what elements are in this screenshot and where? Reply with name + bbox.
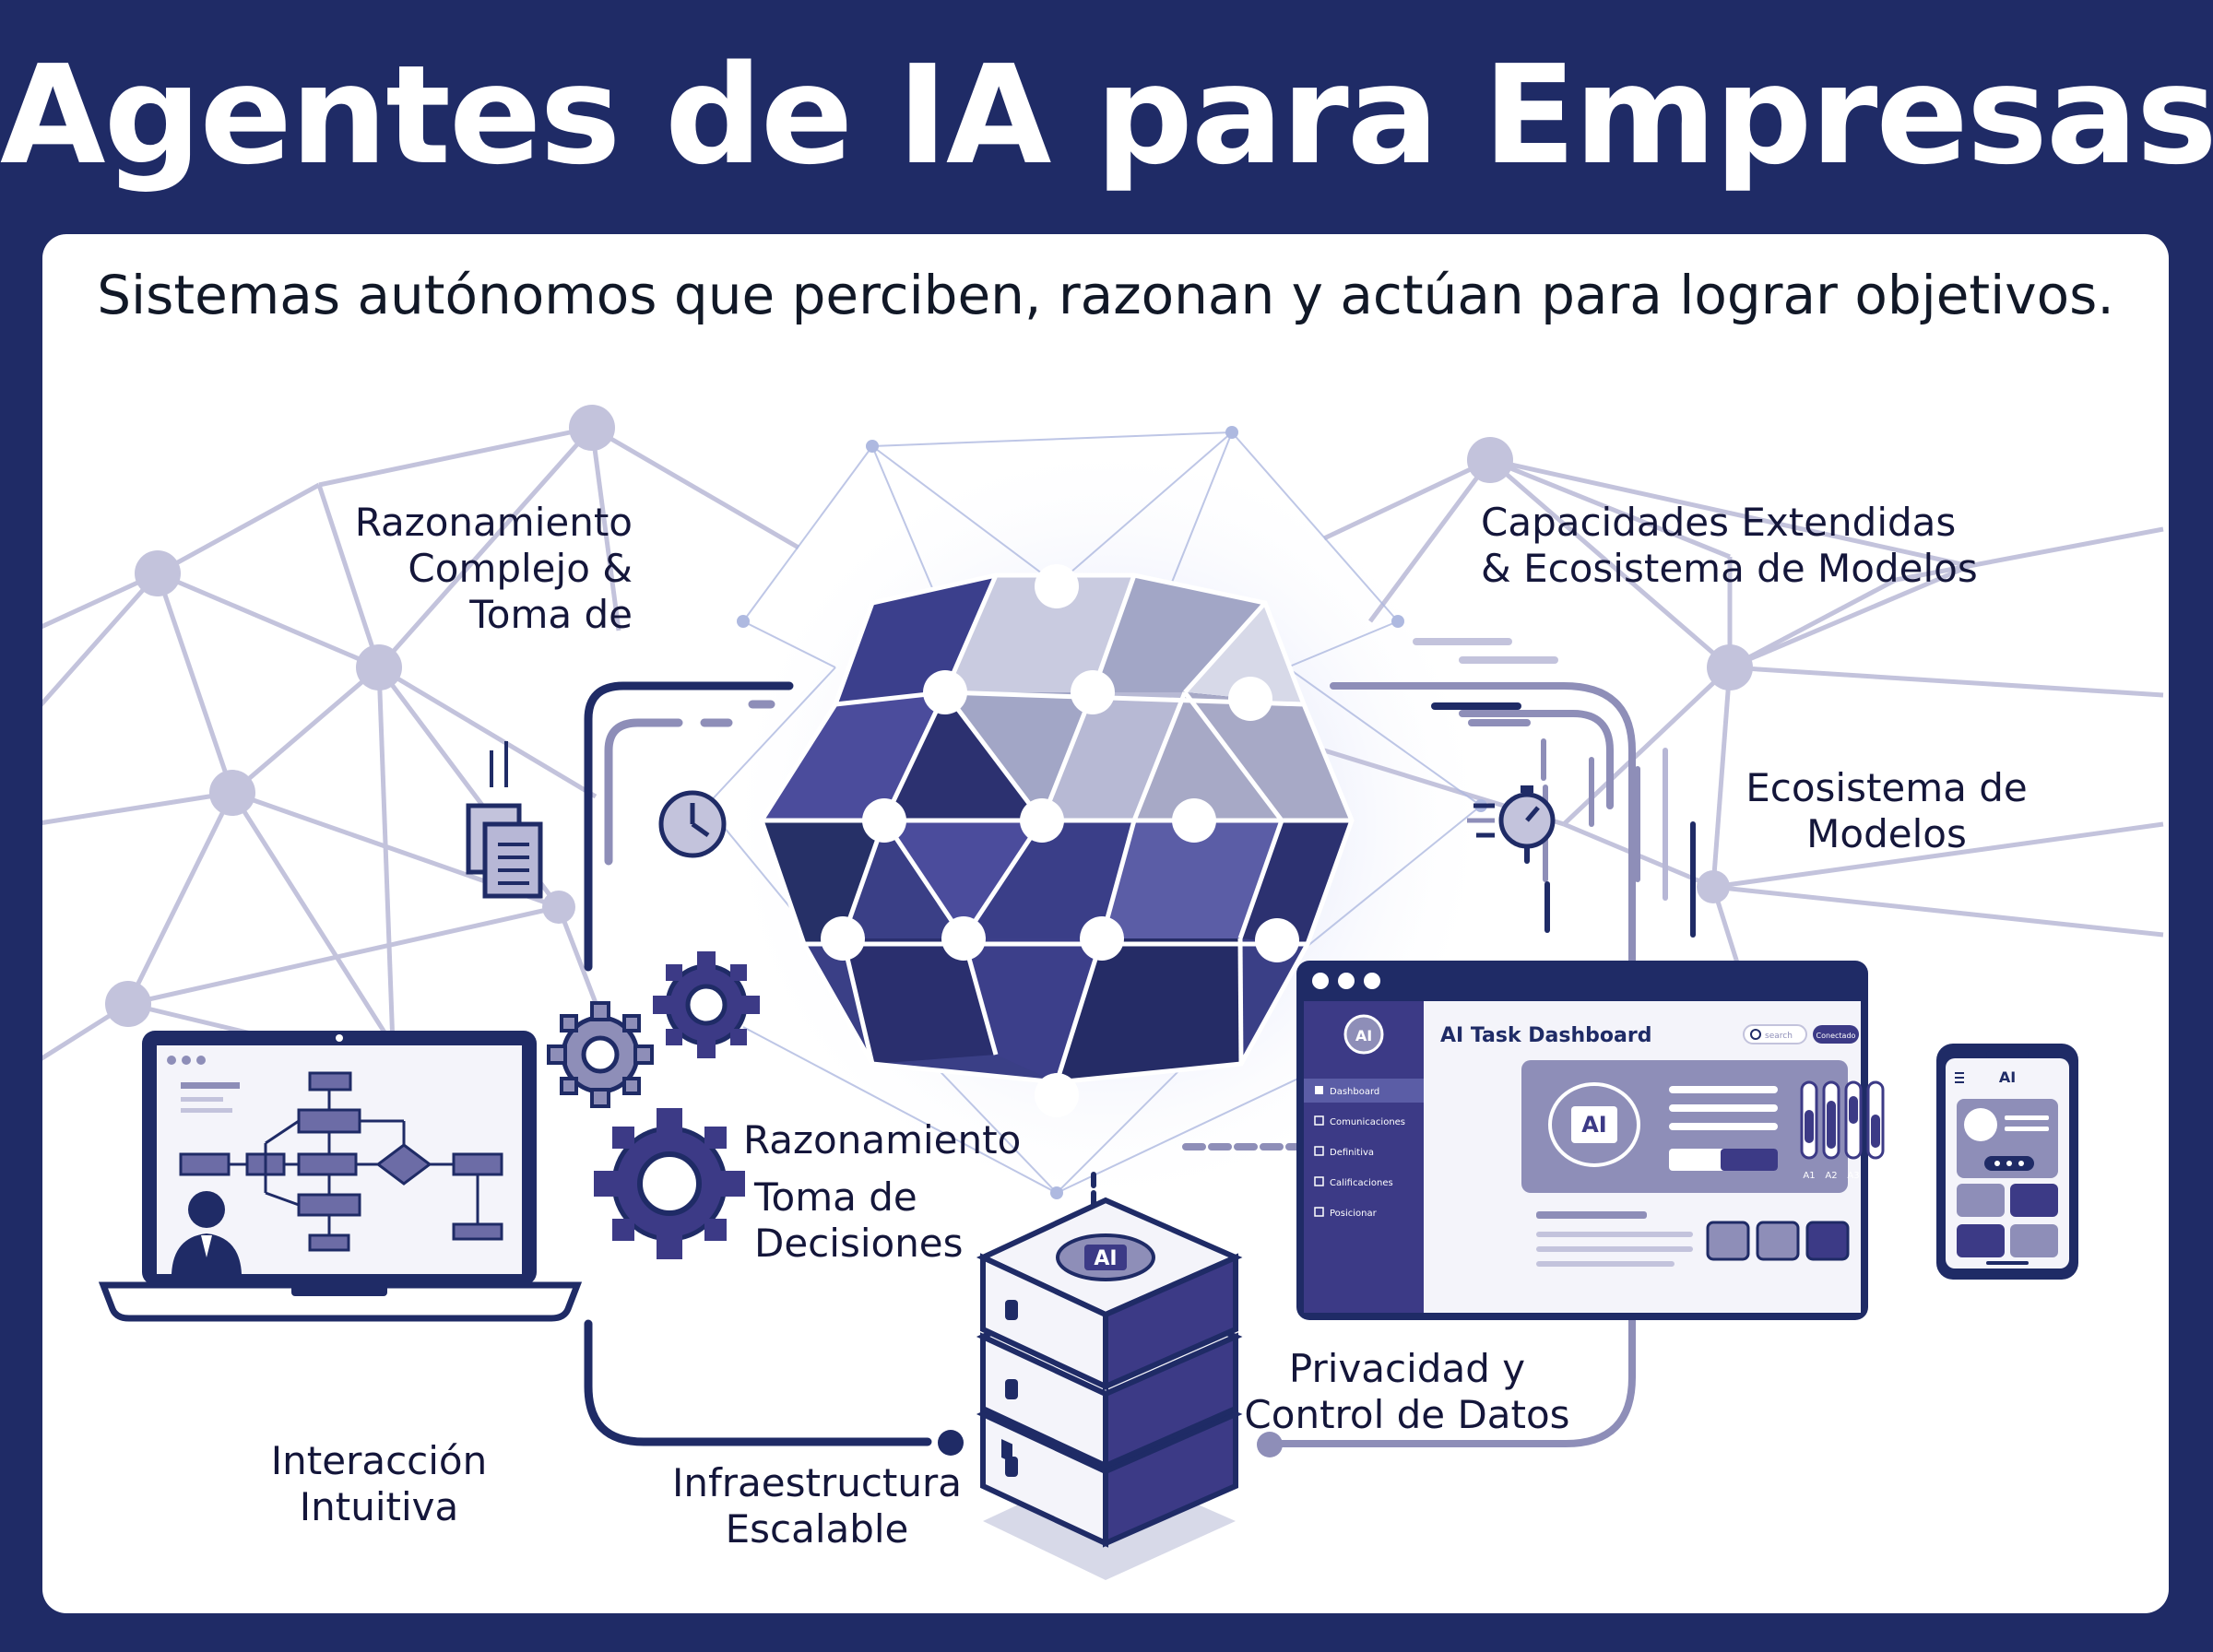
dashboard-title: AI Task Dashboard — [1440, 1024, 1651, 1047]
dashboard-nav-item: Posicionar — [1330, 1209, 1378, 1219]
laptop-flowchart — [98, 1031, 583, 1322]
dashboard-search-placeholder: search — [1765, 1032, 1793, 1041]
documents-icon — [466, 741, 543, 899]
diagram-illustration: AI AI Dashboard Comunicaciones Definitiv… — [42, 405, 2164, 1580]
ai-task-dashboard: AI Dashboard Comunicaciones Definitiva C… — [1296, 961, 1885, 1320]
user-avatar — [172, 1191, 242, 1274]
dashboard-nav-item: Definitiva — [1330, 1148, 1374, 1158]
dashboard-nav-item: Comunicaciones — [1330, 1117, 1405, 1127]
main-panel: Sistemas autónomos que perciben, razonan… — [42, 234, 2169, 1613]
phone-title: AI — [1999, 1068, 2016, 1086]
sphere-wireframe — [705, 431, 1482, 1194]
smartphone: AI — [1936, 1044, 2078, 1280]
dashboard-button: Conectado — [1817, 1032, 1856, 1040]
server-chip-label: AI — [1094, 1247, 1117, 1270]
gears-icon — [547, 951, 760, 1259]
sphere-nodes — [821, 564, 1299, 1117]
server-stack: AI — [976, 1197, 1243, 1580]
network-nodes-left — [105, 405, 615, 1027]
search-icon — [1750, 1029, 1761, 1040]
stopwatch-icon — [1467, 785, 1556, 849]
page-title: Agentes de IA para Empresas — [0, 36, 2213, 195]
svg-text:A2: A2 — [1825, 1171, 1837, 1181]
label-interaction: Interacción Intuitiva — [270, 1438, 488, 1529]
label-capabilities: Capacidades Extendidas & Ecosistema de M… — [1481, 500, 1978, 591]
ai-core-sphere — [759, 564, 1355, 1117]
svg-text:A3: A3 — [1847, 1171, 1859, 1181]
label-decisions: Toma de Decisiones — [754, 1174, 964, 1266]
header-band: Agentes de IA para Empresas — [0, 0, 2213, 232]
dashboard-logo-label: AI — [1355, 1027, 1372, 1044]
label-privacy: Privacidad y Control de Datos — [1244, 1346, 1570, 1437]
network-nodes-right — [1467, 437, 1753, 903]
dashboard-nav-item: Calificaciones — [1330, 1178, 1393, 1188]
page-subtitle: Sistemas autónomos que perciben, razonan… — [97, 264, 2114, 326]
svg-text:A4: A4 — [1869, 1171, 1881, 1181]
label-reasoning-complex: Razonamiento Complejo & Toma de — [354, 500, 633, 637]
svg-text:AI: AI — [1581, 1112, 1607, 1138]
clock-icon — [658, 790, 727, 858]
dashboard-nav-item: Dashboard — [1330, 1087, 1379, 1097]
dashboard-sliders: A1 A2 A3 A4 — [1800, 1080, 1885, 1181]
brain-chip-icon: AI — [1548, 1082, 1640, 1167]
svg-text:A1: A1 — [1803, 1171, 1815, 1181]
connector-lines — [584, 638, 1696, 1457]
label-ecosystem: Ecosistema de Modelos — [1746, 765, 2028, 856]
label-reasoning: Razonamiento — [743, 1117, 1022, 1162]
label-infrastructure: Infraestructura Escalable — [671, 1460, 963, 1552]
